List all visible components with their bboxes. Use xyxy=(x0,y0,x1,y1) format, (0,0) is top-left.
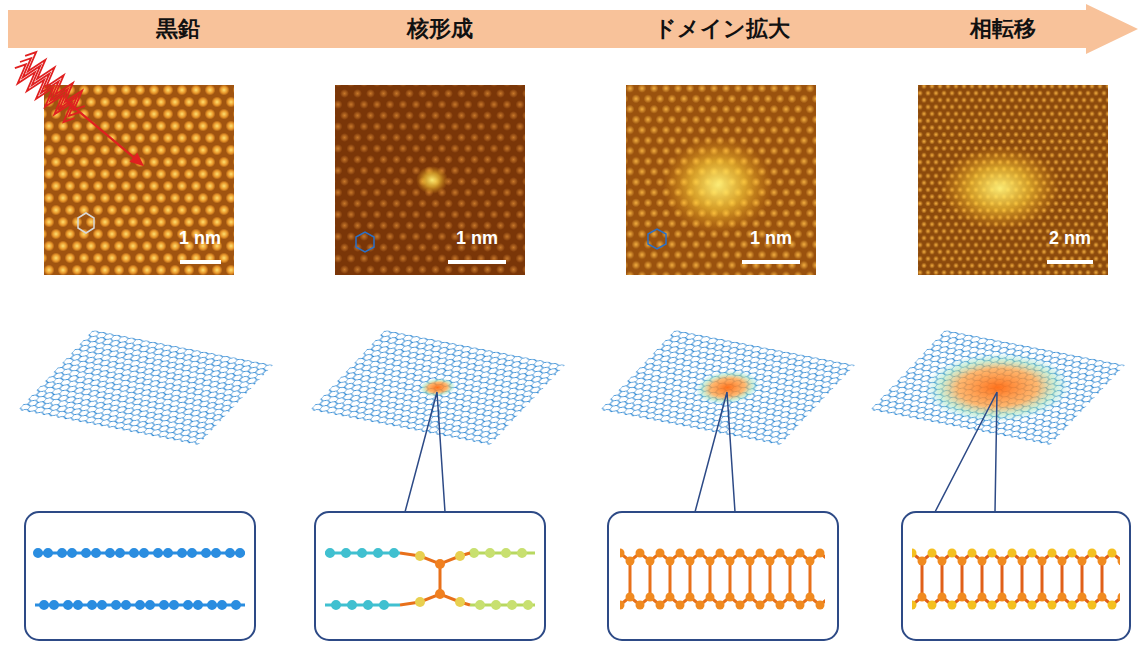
lattice-sheet-part xyxy=(902,343,1094,433)
stm-image-part xyxy=(335,85,525,275)
stm-image-part xyxy=(626,85,816,275)
stm-image xyxy=(918,85,1108,275)
stm-image-part xyxy=(918,85,1108,275)
stage-heading: 核形成 xyxy=(407,16,473,42)
stm-image-part xyxy=(626,85,816,275)
side-view-box-part xyxy=(35,604,245,607)
side-view-box xyxy=(25,512,255,640)
laser-pulse xyxy=(8,48,155,180)
side-view-box-part xyxy=(336,600,400,610)
side-view-box-part xyxy=(455,551,465,561)
laser-pulse-part xyxy=(130,153,148,171)
side-view-box-part xyxy=(415,551,425,561)
side-view-box-part xyxy=(470,552,535,555)
side-view-box-part xyxy=(912,545,1120,617)
lattice-sheet xyxy=(600,330,855,445)
side-view-box-part xyxy=(44,600,245,610)
scale-label: 1 nm xyxy=(750,228,792,250)
side-view-box-part xyxy=(25,512,255,640)
stm-image-part xyxy=(44,85,234,275)
callout-lines-part xyxy=(695,392,735,512)
stm-image-part xyxy=(356,232,374,252)
lattice-sheet-part xyxy=(310,330,565,445)
side-view-box xyxy=(608,512,838,640)
scale-label: 1 nm xyxy=(179,228,221,250)
side-view-box-part xyxy=(902,512,1130,640)
lattice-sheet-part xyxy=(600,330,855,445)
stm-image-part xyxy=(78,213,94,233)
stm-image xyxy=(626,85,816,275)
stage-heading: ドメイン拡大 xyxy=(654,16,790,42)
stage-heading: 黒鉛 xyxy=(156,16,200,42)
stage-arrow: 黒鉛 核形成 ドメイン拡大 相転移 xyxy=(0,4,1140,54)
stm-image-part xyxy=(1047,260,1093,264)
side-view-box-part xyxy=(415,597,425,607)
stm-image-part xyxy=(448,260,506,264)
scale-label: 2 nm xyxy=(1049,228,1091,250)
side-view-box-part xyxy=(315,512,545,640)
stm-image-part xyxy=(918,85,1108,275)
side-view-box-part xyxy=(35,552,245,555)
lattice-sheet-part xyxy=(870,330,1125,445)
stm-image xyxy=(335,85,525,275)
side-view-box-part xyxy=(455,597,465,607)
scale-label: 1 nm xyxy=(456,228,498,250)
stage-heading: 相転移 xyxy=(970,16,1036,42)
callout-lines-part xyxy=(405,392,445,512)
side-view-box-part xyxy=(608,512,838,640)
stm-image-part xyxy=(416,166,448,194)
stm-image-part xyxy=(648,229,666,249)
side-view-box-part xyxy=(325,552,400,555)
side-view-box-part xyxy=(435,589,445,599)
lattice-sheet-part xyxy=(18,330,273,445)
side-view-box xyxy=(902,512,1130,640)
stm-image-part xyxy=(742,260,800,264)
laser-pulse-part xyxy=(66,101,135,159)
side-view-box-part xyxy=(38,548,245,558)
stm-image-part xyxy=(335,85,525,275)
stm-image-part xyxy=(180,260,221,264)
stm-image xyxy=(44,85,234,275)
side-view-box-part xyxy=(330,548,400,558)
side-view-box-part xyxy=(435,559,445,569)
side-view-box-part xyxy=(325,604,400,607)
callout-lines-part xyxy=(935,392,997,512)
side-view-box-part xyxy=(620,545,825,617)
arrow-band xyxy=(8,4,1138,54)
side-view-box-part xyxy=(480,600,535,610)
laser-pulse-part xyxy=(8,60,81,125)
stm-image-part xyxy=(44,85,234,275)
lattice-sheet xyxy=(870,330,1125,445)
stm-image-part xyxy=(940,146,1060,230)
callout-lines xyxy=(405,392,997,512)
side-view-box xyxy=(315,512,545,640)
stm-image-part xyxy=(663,137,773,233)
side-view-box-part xyxy=(474,548,535,558)
lattice-sheet xyxy=(18,330,273,445)
side-view-box-part xyxy=(470,604,535,607)
lattice-sheet xyxy=(310,330,565,445)
